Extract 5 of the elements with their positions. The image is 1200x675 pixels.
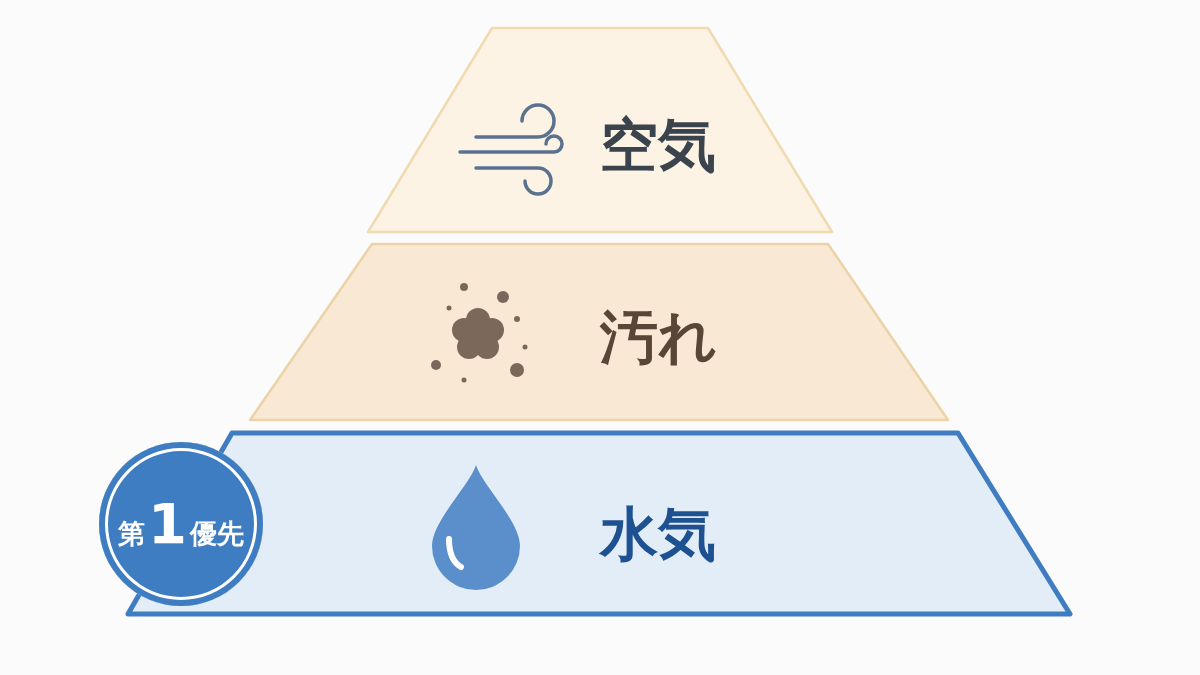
pyramid-tier [248,242,950,422]
tier-label: 空気 [600,116,716,174]
tier-label: 汚れ [600,308,717,366]
tier-label: 水気 [600,505,716,563]
pyramid-tier [366,26,834,234]
